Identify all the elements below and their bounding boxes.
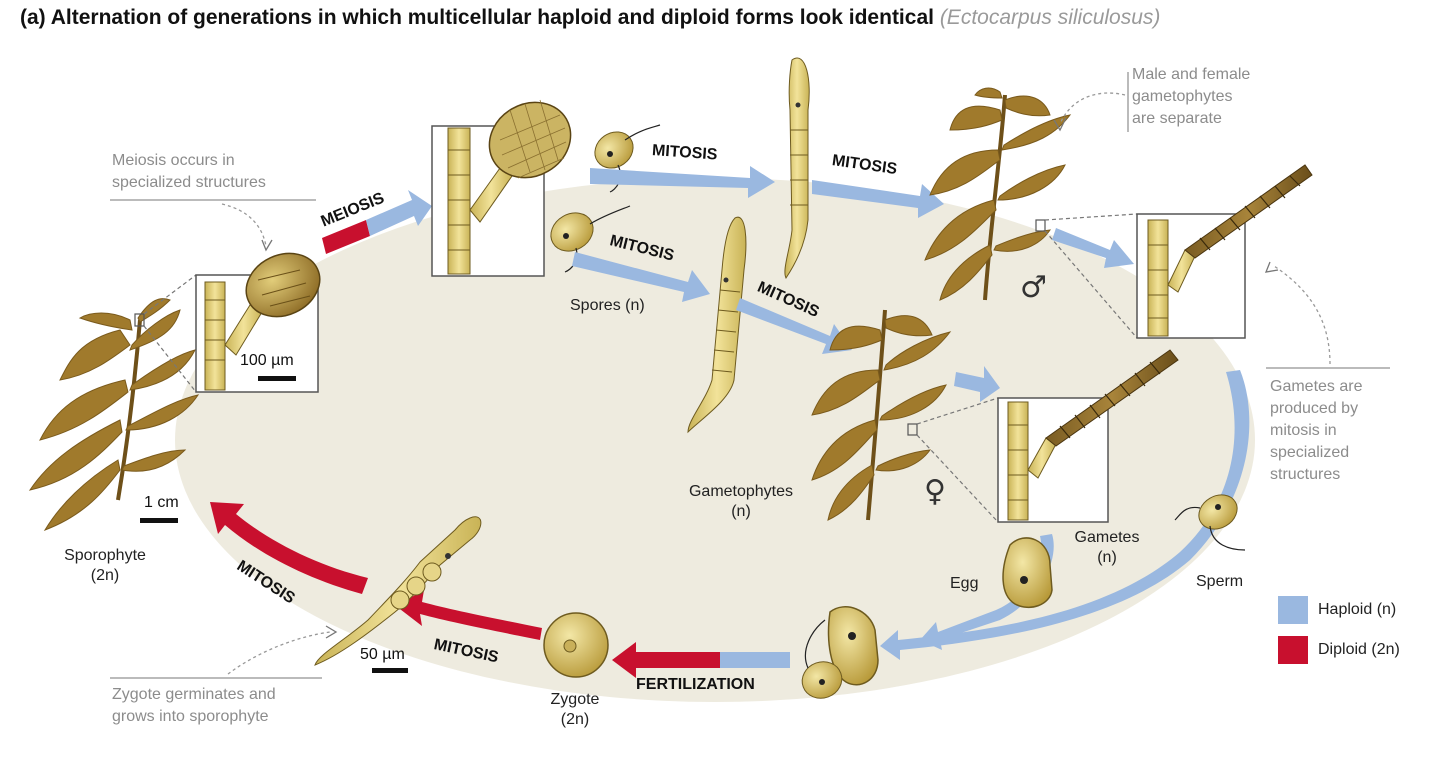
note-zygote-line-2: grows into sporophyte	[112, 708, 269, 725]
mitosis-arrow-upper-2	[812, 180, 944, 218]
label-zygote-text: Zygote	[550, 691, 600, 708]
label-fertilization: FERTILIZATION	[636, 676, 755, 693]
female-symbol-icon: ♀	[924, 474, 946, 509]
meiosis-arrow	[322, 190, 432, 254]
label-zygote-ploidy: (2n)	[560, 711, 590, 728]
female-gametangium-illustration	[1007, 349, 1179, 521]
note-gametes-line-4: specialized	[1270, 444, 1350, 461]
note-gametes: Gametes are produced by mitosis in speci…	[1270, 376, 1362, 486]
scale-bar-100um	[258, 376, 296, 381]
sperm-cell	[1174, 494, 1246, 551]
label-spores: Spores (n)	[570, 297, 645, 314]
label-gametophytes: Gametophytes (n)	[676, 482, 806, 522]
note-gametophytes-line-3: are separate	[1132, 110, 1222, 127]
label-sporophyte: Sporophyte (2n)	[50, 546, 160, 586]
female-gametophyte-zoom-marker	[907, 423, 918, 436]
male-gametophyte-zoom-marker	[1035, 219, 1046, 232]
zygote-cell	[543, 612, 609, 678]
label-egg: Egg	[950, 575, 979, 592]
fertilization-arrow-haploid	[720, 652, 790, 668]
label-zygote: Zygote (2n)	[540, 690, 610, 730]
note-gametophytes: Male and female gametophytes are separat…	[1132, 64, 1250, 130]
sporophyte-zoom-marker	[134, 313, 145, 327]
scale-bar-50um	[372, 668, 408, 673]
scale-label-1cm: 1 cm	[144, 494, 179, 511]
note-meiosis-line-1: Meiosis occurs in	[112, 152, 235, 169]
fertilization-gametes	[801, 606, 879, 699]
legend-diploid: Diploid (2n)	[1278, 636, 1400, 664]
note-gametophytes-line-1: Male and female	[1132, 66, 1251, 83]
diagram-title: (a) Alternation of generations in which …	[20, 6, 1160, 30]
scale-label-100um: 100 µm	[240, 352, 294, 369]
note-zygote-line-1: Zygote germinates and	[112, 686, 276, 703]
label-gametophytes-text: Gametophytes	[688, 483, 794, 500]
legend-haploid-label: Haploid (n)	[1318, 601, 1397, 618]
fertilization-arrow-diploid	[612, 642, 720, 678]
legend-diploid-swatch	[1278, 636, 1308, 664]
legend-haploid: Haploid (n)	[1278, 596, 1396, 624]
legend-haploid-swatch	[1278, 596, 1308, 624]
scale-bar-1cm	[140, 518, 178, 523]
label-gametes: Gametes (n)	[1062, 528, 1152, 568]
male-gametophyte	[924, 87, 1072, 301]
egg-cell	[1002, 537, 1053, 609]
note-meiosis: Meiosis occurs in specialized structures	[112, 150, 266, 194]
note-meiosis-line-2: specialized structures	[112, 174, 266, 191]
filament-lower	[687, 216, 747, 434]
male-gametangium-arrow	[1052, 228, 1134, 268]
female-gametophyte	[811, 309, 952, 521]
label-sperm: Sperm	[1196, 573, 1244, 590]
germinating-zygote	[314, 516, 482, 666]
spore-sac-illustration	[447, 99, 572, 275]
note-gametes-line-5: structures	[1270, 466, 1341, 483]
female-gametangium-arrow	[954, 366, 1000, 402]
title-main: (a) Alternation of generations in which …	[20, 6, 934, 29]
label-gametes-ploidy: (n)	[1097, 549, 1117, 566]
mitosis-arrow-upper-1	[590, 166, 775, 198]
mitosis-arrow-diploid-2	[210, 502, 368, 594]
note-gametes-line-2: produced by	[1270, 400, 1359, 417]
label-gametophytes-ploidy: (n)	[731, 503, 751, 520]
mitosis-arrow-lower-1	[572, 252, 710, 302]
filament-upper	[784, 57, 810, 279]
male-gametangium-illustration	[1147, 164, 1313, 337]
legend-diploid-label: Diploid (2n)	[1318, 641, 1400, 658]
label-sporophyte-ploidy: (2n)	[90, 567, 120, 584]
note-gametes-line-1: Gametes are	[1270, 378, 1363, 395]
mitosis-arrow-diploid-1	[396, 590, 542, 640]
note-zygote: Zygote germinates and grows into sporoph…	[112, 684, 276, 728]
note-gametophytes-line-2: gametophytes	[1132, 88, 1233, 105]
label-gametes-text: Gametes	[1074, 529, 1140, 546]
label-sporophyte-text: Sporophyte	[64, 547, 146, 564]
spore-upper	[594, 124, 661, 193]
male-symbol-icon: ♂	[1020, 270, 1047, 305]
mitosis-arrow-lower-2	[736, 298, 852, 354]
background-ellipse	[175, 178, 1255, 702]
sporangium-illustration	[204, 252, 321, 391]
title-species: (Ectocarpus siliculosus)	[939, 6, 1161, 29]
scale-label-50um: 50 µm	[360, 646, 405, 663]
sporophyte-illustration	[28, 298, 200, 531]
note-gametes-line-3: mitosis in	[1270, 422, 1337, 439]
